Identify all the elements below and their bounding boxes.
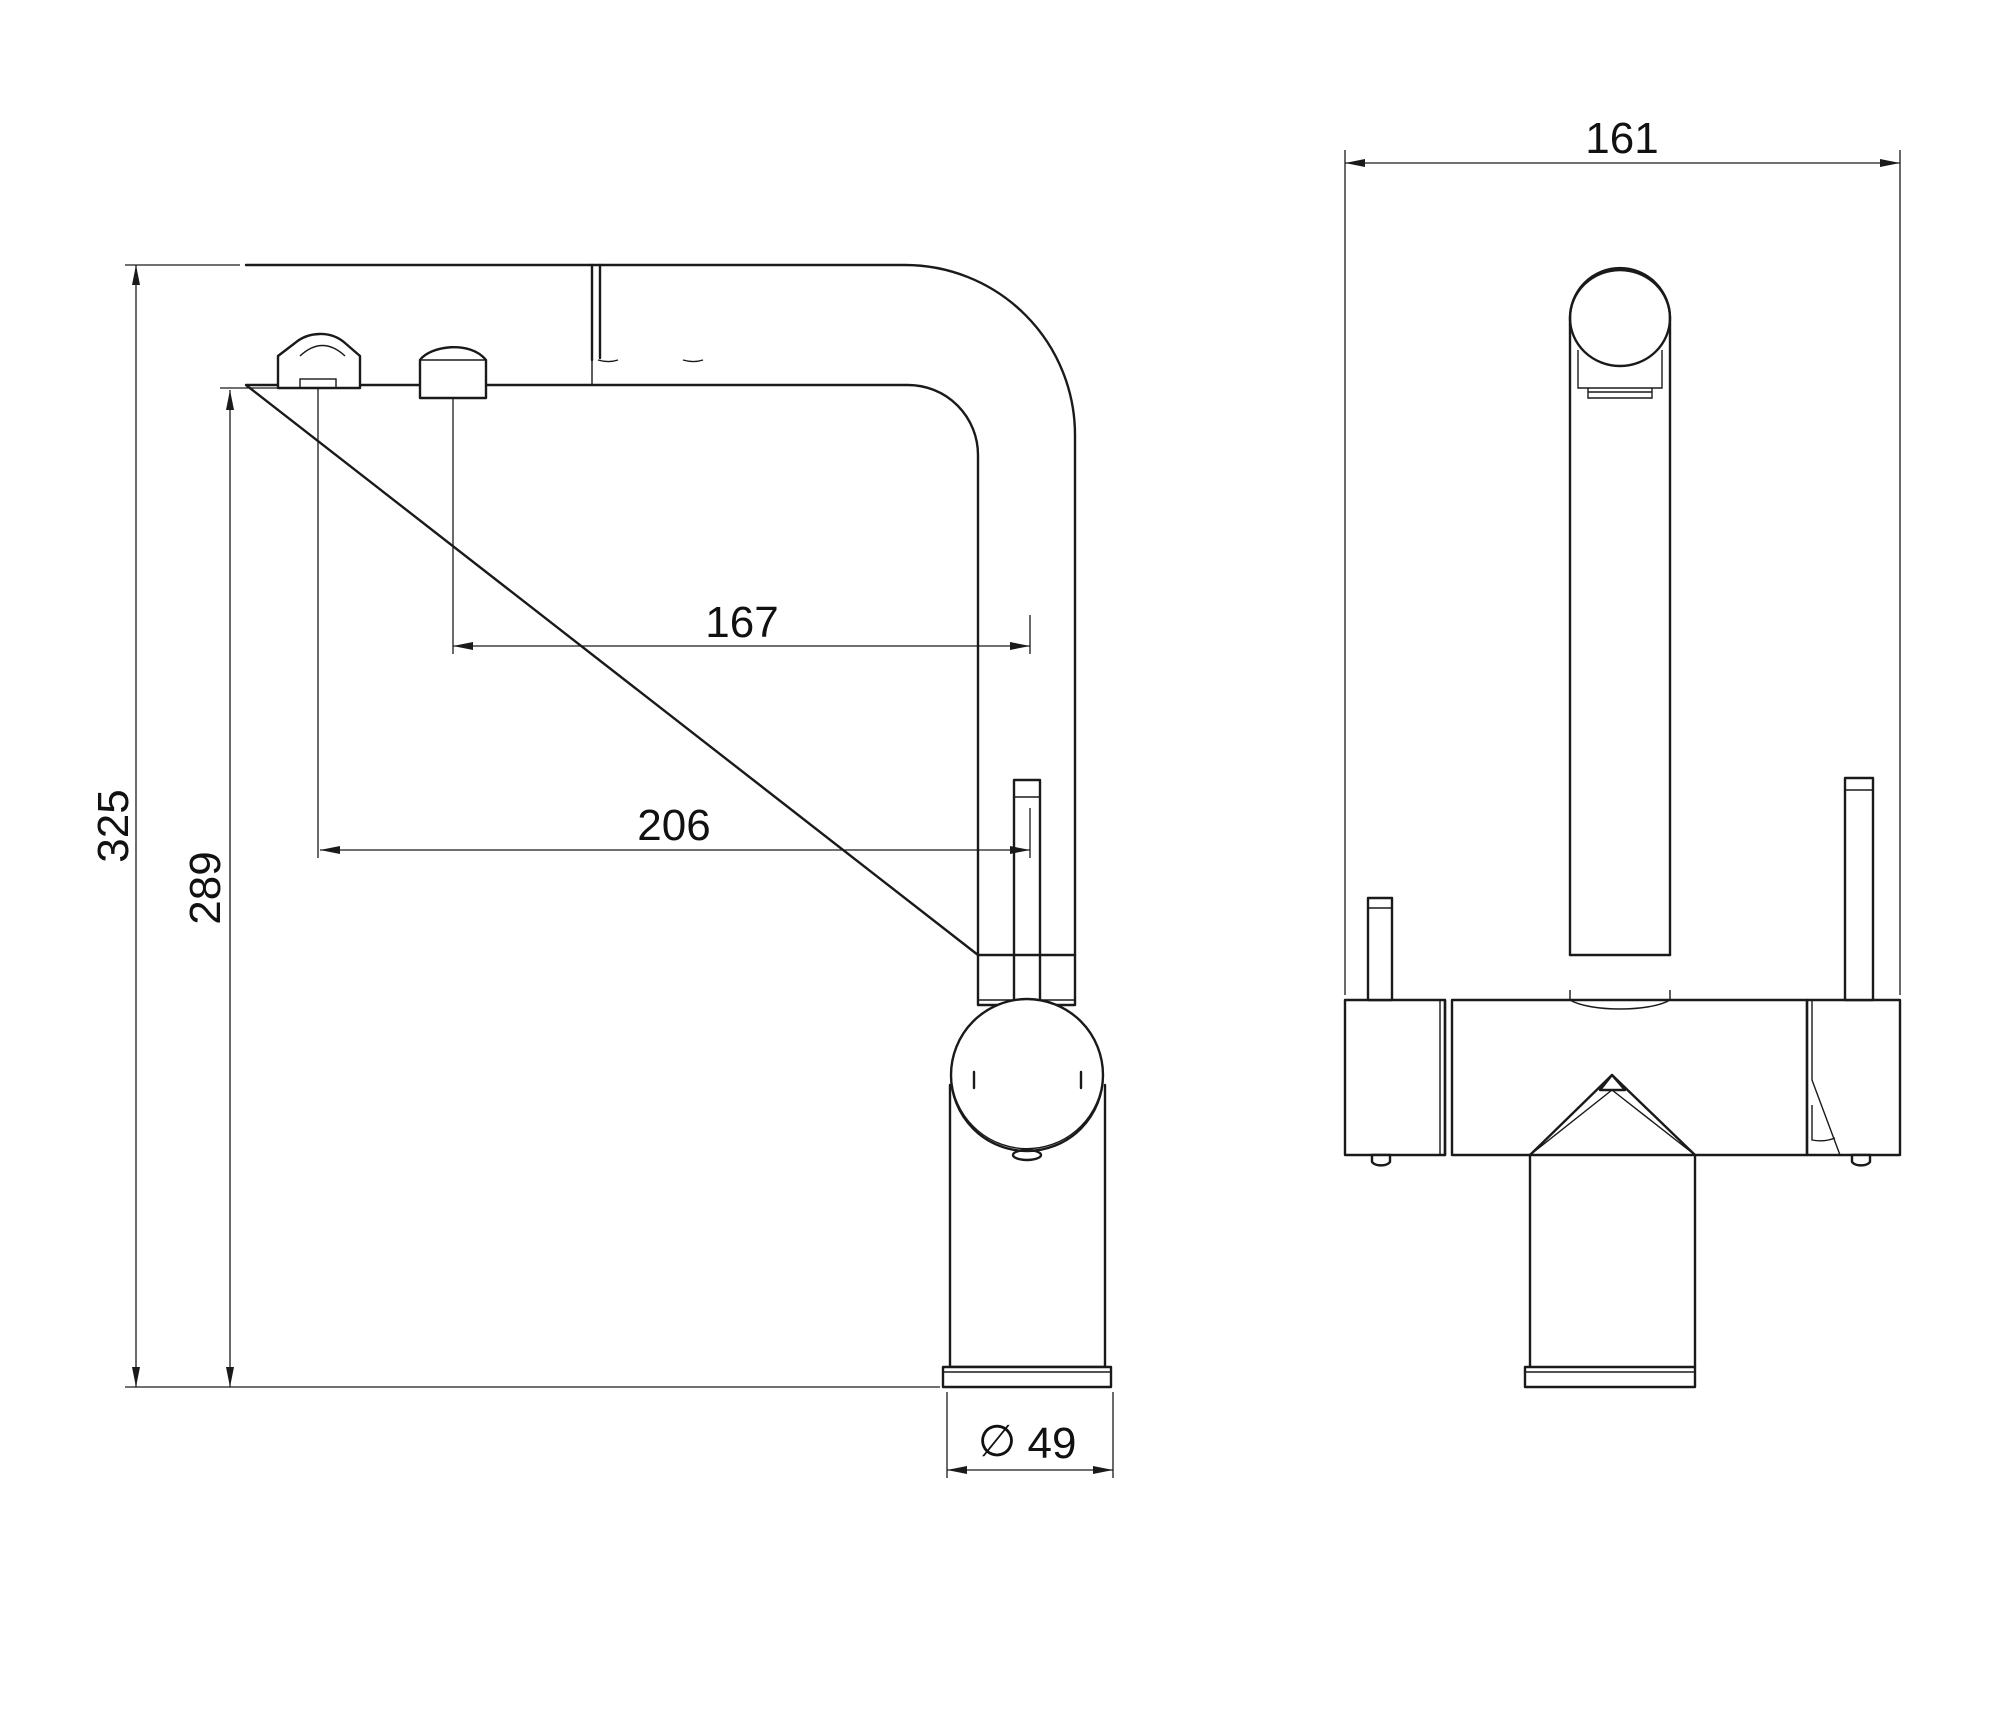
front-left-lever	[1366, 896, 1394, 1002]
side-base	[941, 1365, 1113, 1389]
aerator-main	[276, 332, 362, 390]
side-view: 325 289 167 206 ∅ 49	[89, 263, 1114, 1478]
spout-outline	[244, 263, 1077, 957]
dim-overall-width: 161	[1585, 114, 1658, 163]
front-right-cartridge	[1805, 998, 1902, 1157]
dim-overall-height: 325	[89, 789, 138, 862]
dim-outlet-height: 289	[181, 851, 230, 924]
aerator-filtered	[418, 346, 488, 400]
front-base	[1523, 1365, 1697, 1389]
dim-base-diameter: 49	[1028, 1419, 1077, 1468]
front-spout-outlet	[1568, 268, 1672, 368]
front-view: 161	[1343, 114, 1902, 1389]
dim-reach-main: 206	[637, 801, 710, 850]
side-lever	[1012, 778, 1042, 1007]
front-spout	[1568, 266, 1672, 957]
front-column	[1528, 1153, 1697, 1369]
front-body	[1450, 998, 1809, 1157]
front-left-cartridge	[1343, 998, 1447, 1157]
dim-reach-filtered: 167	[705, 598, 778, 647]
dim-base-diameter-symbol: ∅	[978, 1417, 1016, 1466]
front-right-lever	[1843, 776, 1875, 1002]
